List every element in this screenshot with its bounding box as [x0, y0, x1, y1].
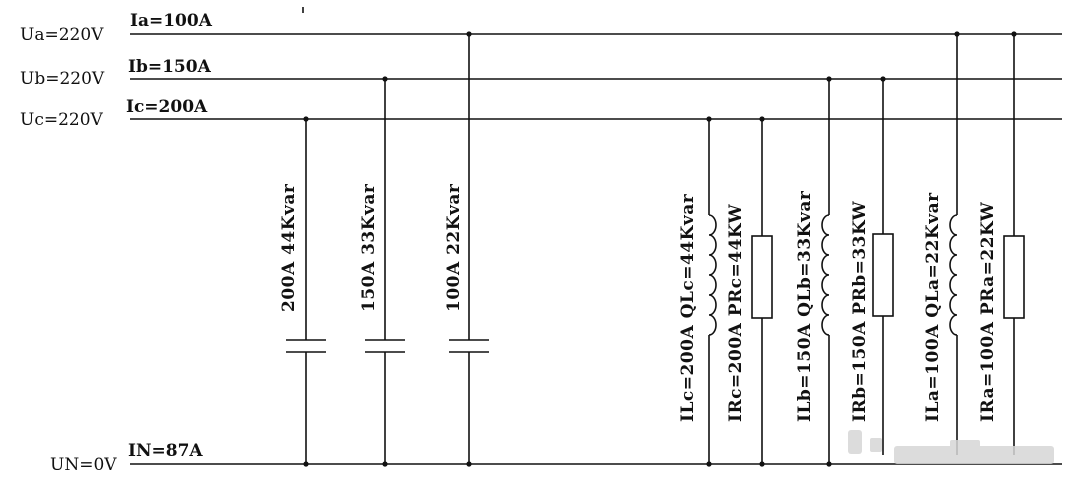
- junction-dot: [826, 76, 832, 82]
- voltage-label-c: Uc=220V: [20, 110, 104, 130]
- junction-dot: [303, 116, 309, 122]
- junction-dot: [382, 76, 388, 82]
- resistor-label-b: IRb=150A PRb=33KW: [850, 200, 870, 422]
- resistor-box: [1003, 235, 1025, 319]
- junction-dot: [706, 116, 712, 122]
- inductor-coil: [708, 214, 717, 336]
- inductor-label-c: ILc=200A QLc=44Kvar: [678, 193, 698, 422]
- junction-dot: [706, 461, 712, 467]
- junction-dot: [880, 76, 886, 82]
- capacitor-label-b: 150A 33Kvar: [359, 183, 379, 312]
- junction-dot: [382, 461, 388, 467]
- blurred-watermark: [848, 430, 1054, 464]
- voltage-label-b: Ub=220V: [20, 69, 105, 89]
- inductor-label-a: ILa=100A QLa=22Kvar: [923, 192, 943, 422]
- current-label-c: Ic=200A: [126, 97, 208, 117]
- resistor-label-c: IRc=200A PRc=44KW: [726, 203, 746, 422]
- resistor-box: [872, 233, 894, 317]
- current-label-a: Ia=100A: [130, 11, 213, 31]
- load-branch-b: ILb=150A QLb=33Kvar IRb=150A PRb=33KW: [795, 76, 894, 467]
- junction-dot: [826, 461, 832, 467]
- inductor-coil: [949, 214, 958, 336]
- load-branch-a: ILa=100A QLa=22Kvar IRa=100A PRa=22KW: [923, 31, 1025, 455]
- capacitor-branch-c: 200A 44Kvar: [279, 116, 326, 467]
- current-label-b: Ib=150A: [128, 57, 212, 77]
- load-branch-c: ILc=200A QLc=44Kvar IRc=200A PRc=44KW: [678, 116, 773, 467]
- inductor-coil: [821, 214, 830, 336]
- capacitor-label-a: 100A 22Kvar: [444, 183, 464, 312]
- resistor-label-a: IRa=100A PRa=22KW: [978, 201, 998, 422]
- inductor-label-b: ILb=150A QLb=33Kvar: [795, 190, 815, 422]
- junction-dot: [466, 461, 472, 467]
- voltage-label-a: Ua=220V: [20, 25, 104, 45]
- junction-dot: [759, 116, 765, 122]
- resistor-box: [751, 235, 773, 319]
- junction-dot: [1011, 31, 1017, 37]
- junction-dot: [466, 31, 472, 37]
- voltage-label-neutral: UN=0V: [50, 455, 117, 475]
- junction-dot: [759, 461, 765, 467]
- current-label-neutral: IN=87A: [128, 441, 203, 461]
- capacitor-branch-a: 100A 22Kvar: [444, 31, 489, 467]
- junction-dot: [303, 461, 309, 467]
- capacitor-label-c: 200A 44Kvar: [279, 183, 299, 312]
- capacitor-branch-b: 150A 33Kvar: [359, 76, 405, 467]
- junction-dot: [954, 31, 960, 37]
